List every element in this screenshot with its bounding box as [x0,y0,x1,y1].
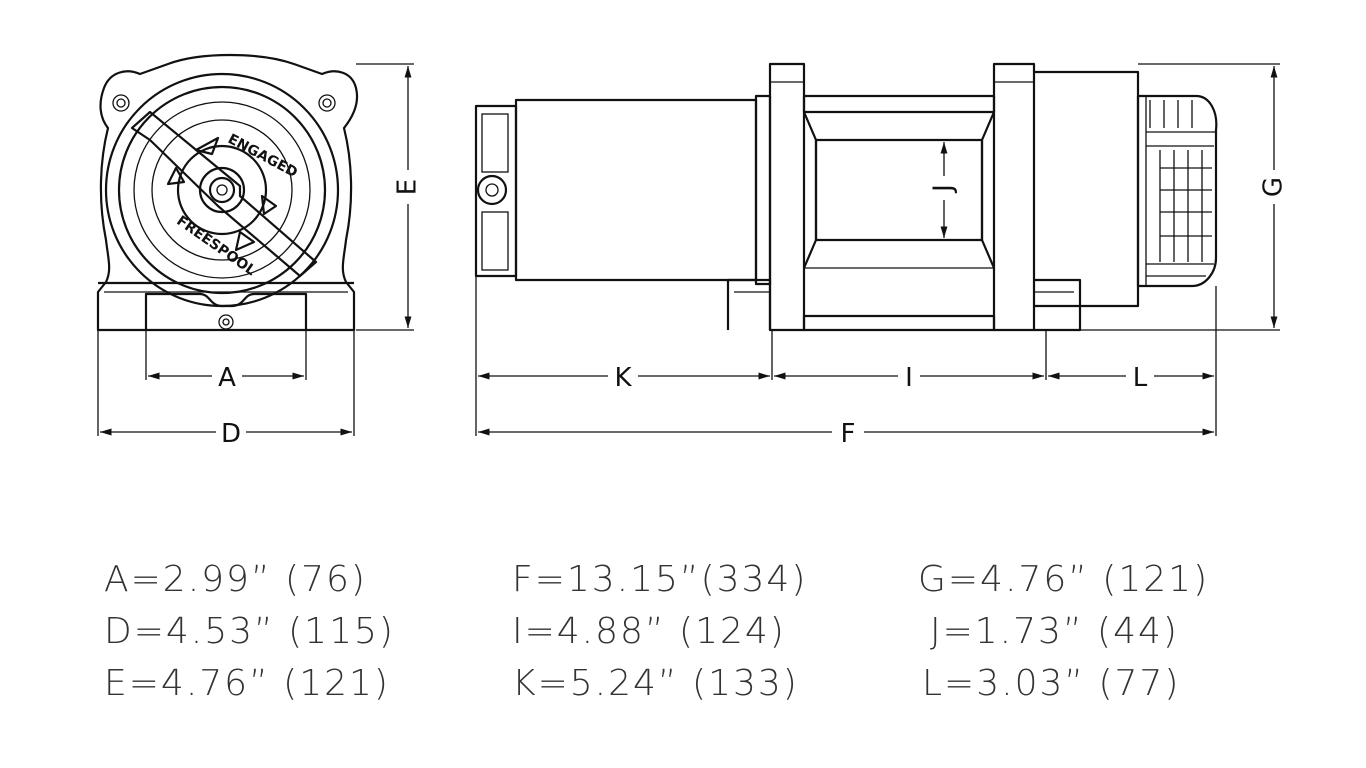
spec-i: I=4.88” (124) [512,611,786,652]
front-housing [96,53,359,332]
dim-label-d: D [221,419,241,449]
dim-label-g: G [1259,177,1289,197]
spec-e: E=4.76” (121) [104,663,390,704]
dim-label-j: J [929,184,959,194]
gearbox-housing [1034,70,1140,308]
spec-a: A=2.99” (76) [104,559,367,600]
front-view: ENGAGED FREESPOOL [96,53,359,332]
spec-d: D=4.53” (115) [104,611,395,652]
dim-label-a: A [218,363,236,393]
dim-label-l: L [1133,363,1148,393]
spec-l: L=3.03” (77) [922,663,1181,704]
side-dimensions: J G K I L F [475,63,1289,449]
dim-label-i: I [905,363,913,393]
right-drum-support [992,62,1036,332]
dim-label-k: K [614,363,632,393]
spec-f: F=13.15”(334) [512,559,808,600]
front-dimensions: E A D [97,63,423,449]
cable-drum [802,111,996,269]
dim-label-f: F [841,419,856,449]
motor-body [514,98,758,282]
clutch-lever [130,110,318,278]
spec-k: K=5.24” (133) [512,663,799,704]
left-drum-support [768,62,806,332]
dim-label-e: E [393,179,423,195]
spec-j: J=1.73” (44) [930,611,1179,652]
brake-end-cap [1136,94,1218,288]
spec-g: G=4.76” (121) [918,559,1210,600]
side-view [474,62,1218,332]
